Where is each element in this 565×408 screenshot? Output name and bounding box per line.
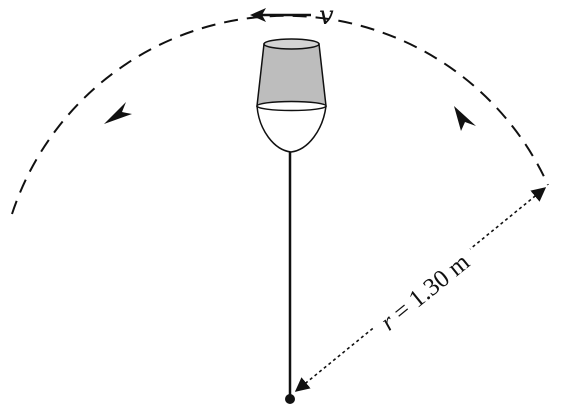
bucket-bowl [256,105,327,153]
bucket [256,38,327,153]
bucket-water-surface [256,100,327,112]
path-arrowhead-right-icon [454,106,476,131]
radius-label: r = 1.30 m [376,248,476,336]
velocity-label: v [319,1,334,31]
bucket-rim [263,38,320,50]
bucket-body [256,43,327,107]
pivot-dot-icon [285,394,295,404]
left-arrow-icon [250,8,311,22]
circular-path [11,14,549,215]
path-arrowhead-left-icon [104,102,132,124]
radius-label-bg [366,239,482,342]
